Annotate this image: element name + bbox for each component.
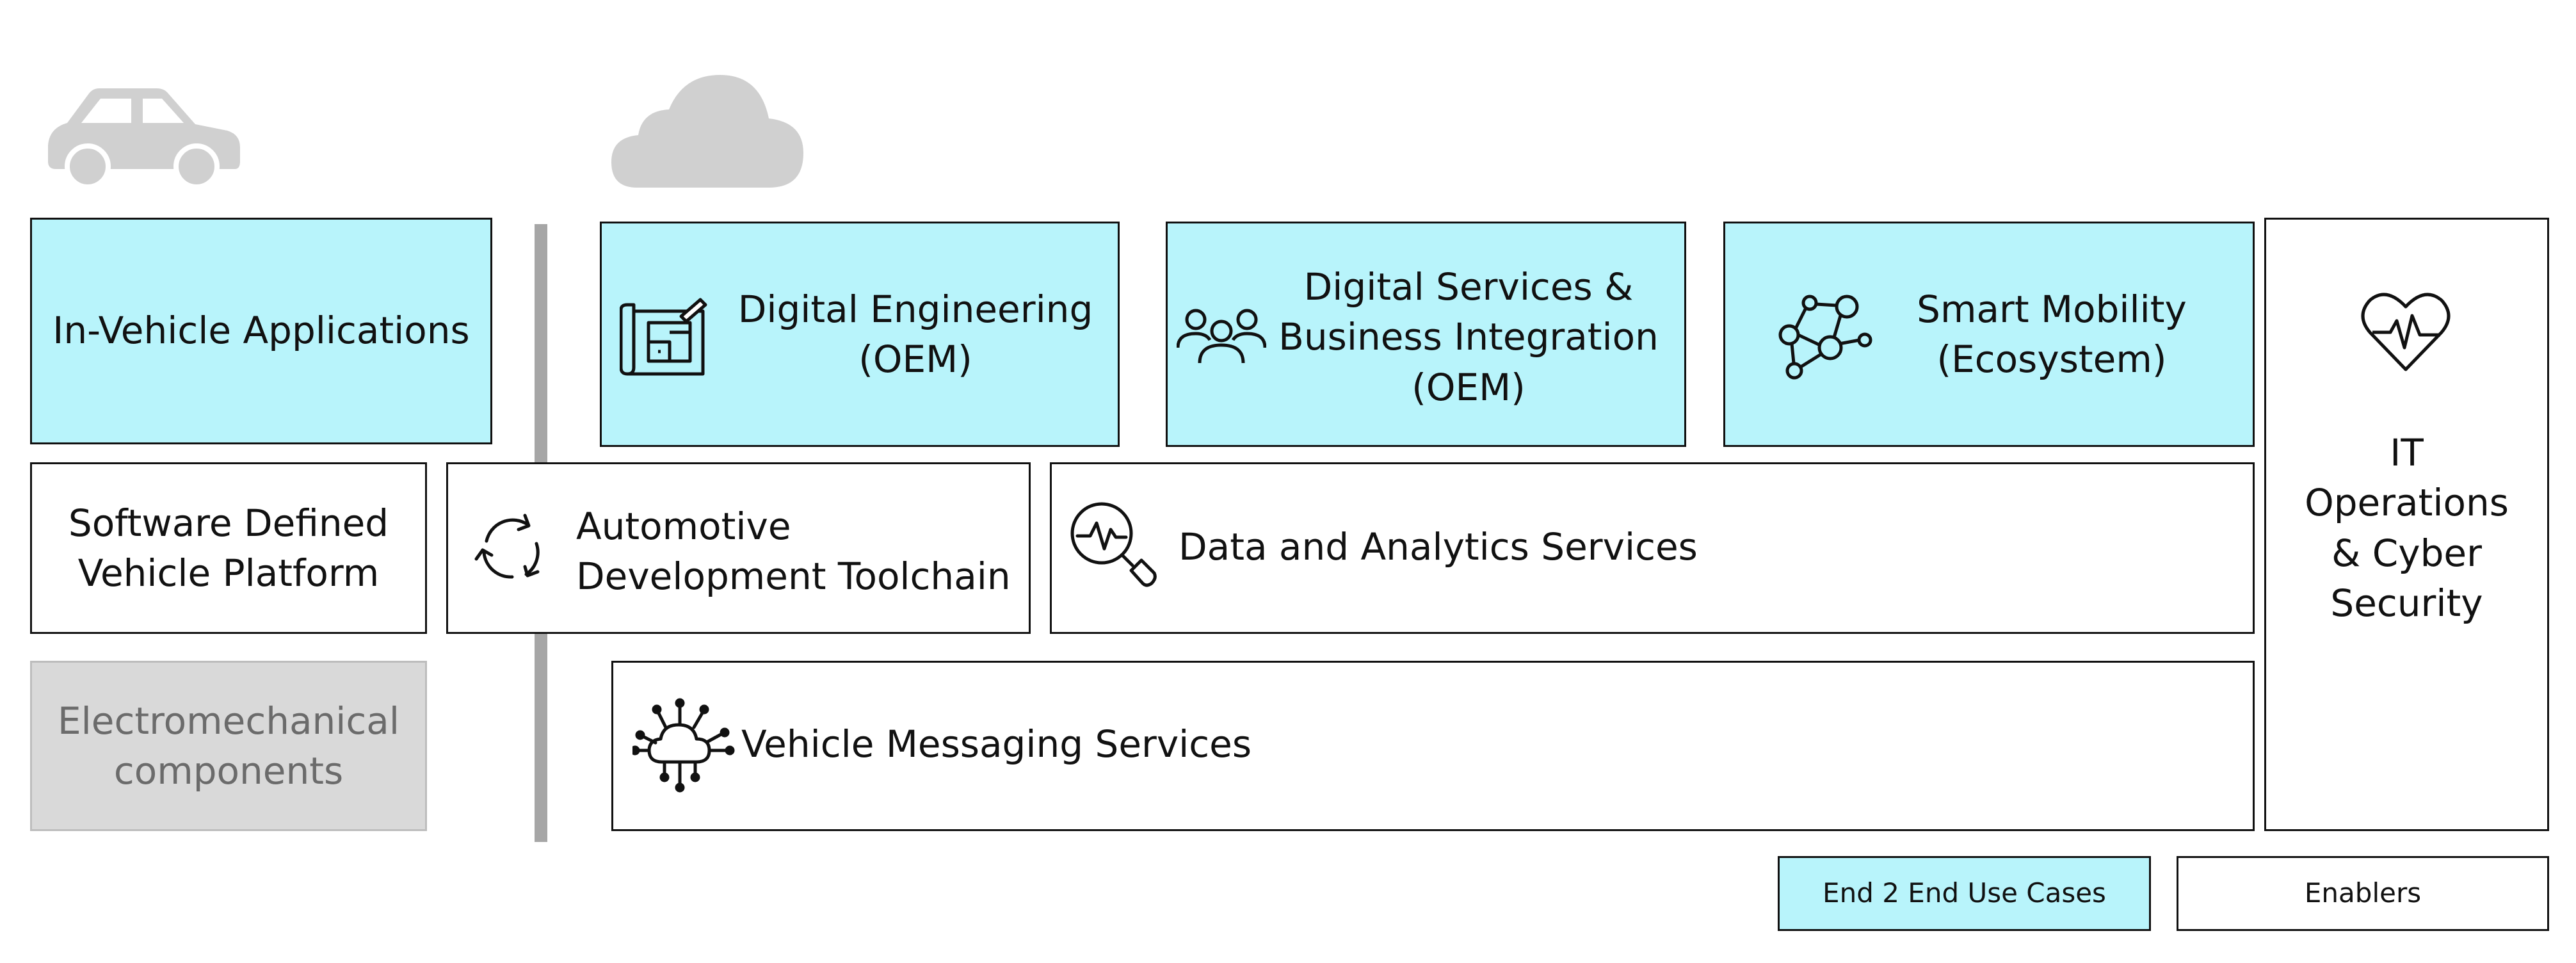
smart-mobility-block: Smart Mobility (Ecosystem) <box>1723 222 2255 447</box>
legend-end-to-end: End 2 End Use Cases <box>1778 856 2151 931</box>
it-operations-label: IT Operations & Cyber Security <box>2305 431 2509 625</box>
heartbeat-icon <box>2361 290 2451 372</box>
in-vehicle-applications-block: In-Vehicle Applications <box>30 218 492 444</box>
cloud-network-icon <box>632 698 735 794</box>
digital-services-block: Digital Services & Business Integration … <box>1166 222 1686 447</box>
it-operations-block: IT Operations & Cyber Security <box>2264 218 2549 831</box>
sdv-platform-block: Software Defined Vehicle Platform <box>30 462 427 634</box>
in-vehicle-applications-label: In-Vehicle Applications <box>52 309 470 353</box>
digital-engineering-label: Digital Engineering (OEM) <box>737 287 1093 382</box>
car-icon <box>42 85 241 187</box>
legend-enablers: Enablers <box>2177 856 2549 931</box>
analytics-search-icon <box>1068 500 1158 590</box>
data-analytics-block: Data and Analytics Services <box>1050 462 2255 634</box>
network-nodes-icon <box>1776 294 1872 382</box>
digital-services-label: Digital Services & Business Integration … <box>1278 265 1659 409</box>
smart-mobility-label: Smart Mobility (Ecosystem) <box>1917 287 2187 382</box>
electromechanical-block: Electromechanical components <box>30 661 427 831</box>
digital-engineering-block: Digital Engineering (OEM) <box>600 222 1120 447</box>
sdv-platform-label: Software Defined Vehicle Platform <box>68 501 389 595</box>
electromechanical-label: Electromechanical components <box>58 699 399 793</box>
vehicle-messaging-label: Vehicle Messaging Services <box>741 722 1252 766</box>
people-group-icon <box>1177 305 1266 364</box>
legend-end-to-end-label: End 2 End Use Cases <box>1823 877 2106 909</box>
toolchain-block: Automotive Development Toolchain <box>446 462 1031 634</box>
data-analytics-label: Data and Analytics Services <box>1179 525 1698 569</box>
cloud-icon <box>611 74 803 188</box>
blueprint-icon <box>620 297 709 377</box>
refresh-cycle-icon <box>474 513 547 587</box>
legend-enablers-label: Enablers <box>2304 877 2422 909</box>
vehicle-messaging-block: Vehicle Messaging Services <box>611 661 2255 831</box>
toolchain-label: Automotive Development Toolchain <box>576 505 1011 599</box>
